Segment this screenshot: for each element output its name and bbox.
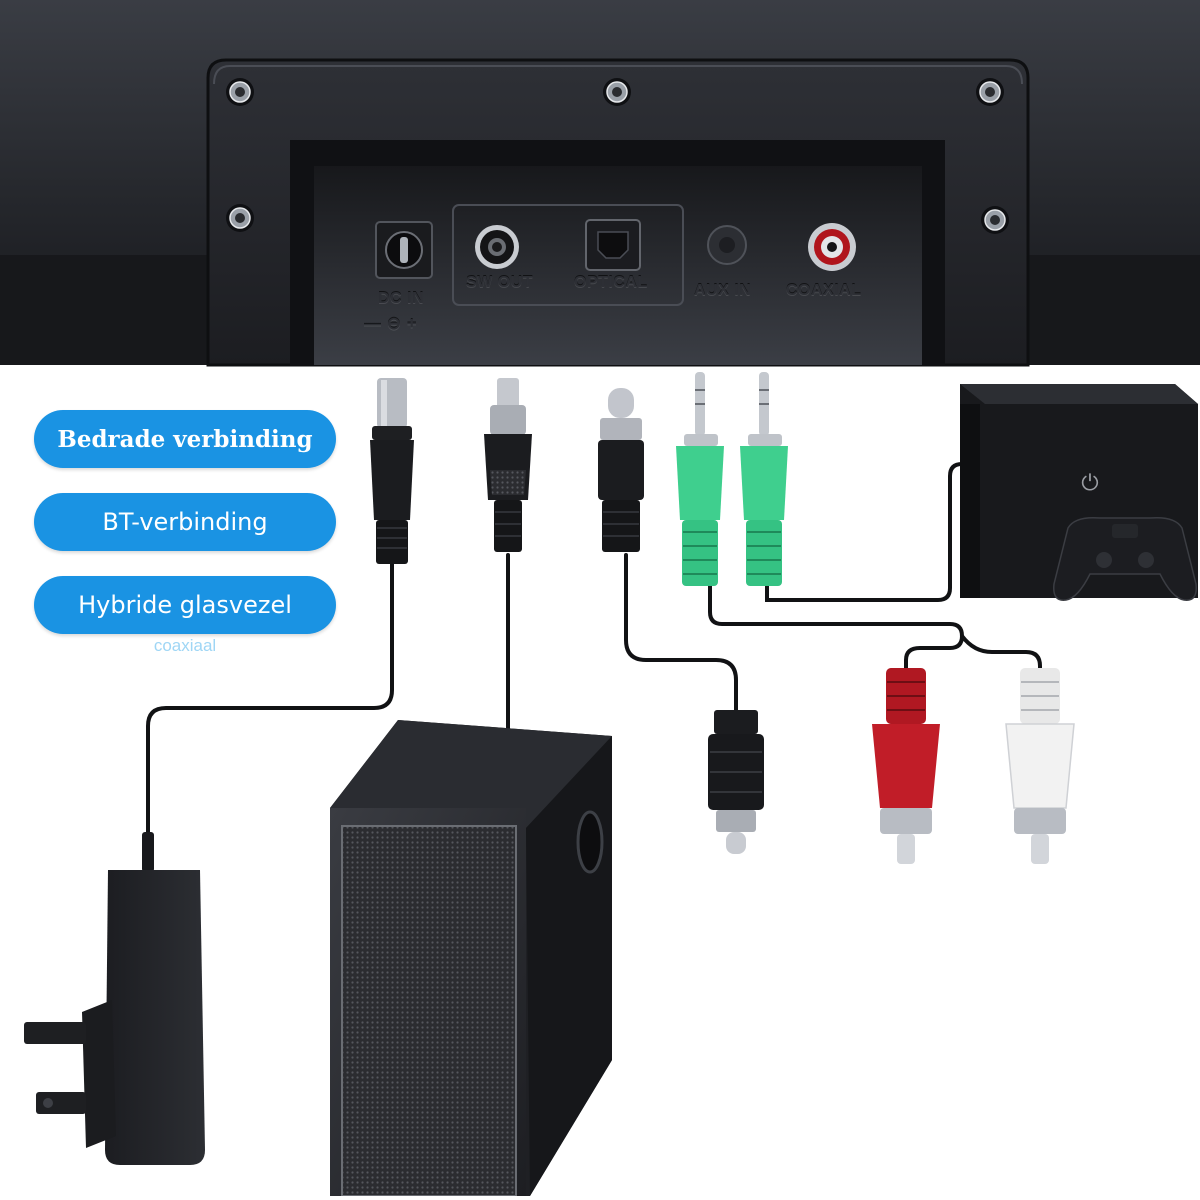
dc-in-label: DC IN bbox=[378, 290, 425, 307]
optical-label: OPTICAL bbox=[574, 274, 648, 291]
badge-hybrid-label: Hybride glasvezel bbox=[78, 591, 292, 619]
badge-hybrid-sublabel: coaxiaal bbox=[153, 636, 217, 655]
dc-in-port bbox=[375, 221, 433, 279]
optical-port bbox=[585, 219, 641, 271]
rca-plug-white-icon bbox=[1005, 668, 1075, 864]
badge-wired-connection: Bedrade verbinding bbox=[34, 410, 336, 468]
sw-out-label: SW OUT bbox=[466, 274, 533, 291]
rca-plug-black-icon bbox=[484, 378, 532, 552]
optical-plug-icon bbox=[598, 388, 644, 552]
controller-icon bbox=[1053, 516, 1197, 601]
rca-plug-red-icon bbox=[872, 668, 940, 864]
aux-jack-green-icon bbox=[740, 372, 788, 586]
coaxial-label: COAXIAL bbox=[786, 282, 862, 299]
screw-icons bbox=[226, 78, 1009, 234]
aux-in-port bbox=[707, 225, 747, 265]
badge-wired-label: Bedrade verbinding bbox=[57, 425, 313, 453]
aux-in-label: AUX IN bbox=[694, 282, 752, 299]
dc-plug-icon bbox=[370, 378, 414, 564]
sw-out-port bbox=[475, 225, 519, 269]
badge-hybrid-connection: Hybride glasvezel bbox=[34, 576, 336, 634]
power-adapter-icon bbox=[24, 832, 205, 1165]
coaxial-port bbox=[808, 223, 856, 271]
badge-bt-label: BT-verbinding bbox=[102, 508, 268, 536]
optical-plug-end-icon bbox=[708, 710, 764, 854]
aux-jack-green-icon bbox=[676, 372, 724, 586]
badge-bt-connection: BT-verbinding bbox=[34, 493, 336, 551]
subwoofer-icon bbox=[330, 720, 612, 1197]
svg-text:⏻: ⏻ bbox=[1081, 471, 1098, 496]
dc-polarity-label: — ⊖ + bbox=[364, 314, 418, 333]
cables bbox=[146, 462, 1042, 837]
